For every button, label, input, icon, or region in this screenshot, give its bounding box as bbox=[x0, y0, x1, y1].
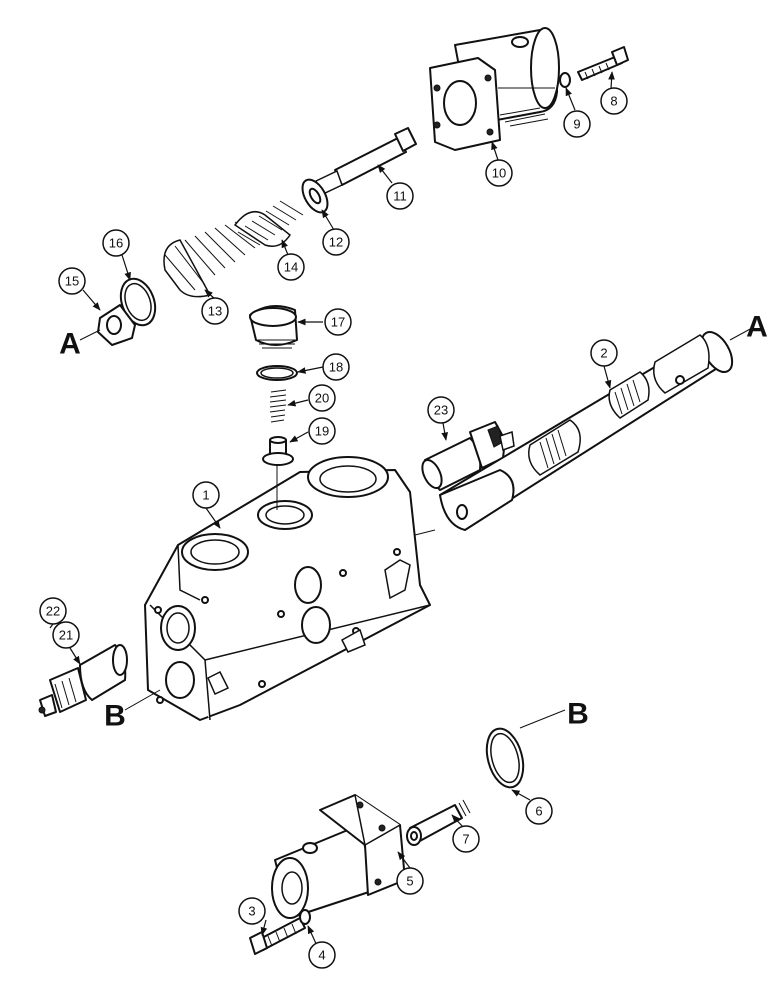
assembly-axes bbox=[79, 87, 753, 729]
callout-4-label: 4 bbox=[318, 948, 325, 963]
ref-letter-b-right: B bbox=[567, 698, 589, 731]
callout-14: 14 bbox=[277, 253, 305, 281]
callout-9: 9 bbox=[563, 110, 591, 138]
lock-washer-bottom bbox=[299, 909, 311, 925]
callout-3-label: 3 bbox=[248, 904, 255, 919]
ref-letter-a-left: A bbox=[59, 328, 81, 361]
relief-valve-left bbox=[38, 644, 128, 717]
callout-5: 5 bbox=[396, 867, 424, 895]
callout-17: 17 bbox=[324, 308, 352, 336]
callout-23-label: 23 bbox=[434, 403, 448, 418]
ref-letter-b-left: B bbox=[104, 700, 126, 733]
callout-9-label: 9 bbox=[573, 117, 580, 132]
callout-16-label: 16 bbox=[109, 236, 123, 251]
callout-21: 21 bbox=[52, 621, 80, 649]
spool-cap-bottom bbox=[271, 794, 406, 919]
callout-16: 16 bbox=[102, 229, 130, 257]
callout-13-label: 13 bbox=[208, 304, 222, 319]
callout-20: 20 bbox=[308, 384, 336, 412]
check-spring bbox=[269, 389, 287, 423]
callout-2: 2 bbox=[590, 339, 618, 367]
spool-end-nut bbox=[97, 304, 136, 346]
leader-lines bbox=[49, 71, 615, 949]
callout-6: 6 bbox=[525, 797, 553, 825]
callout-10-label: 10 bbox=[492, 166, 506, 181]
spool-bolt-bottom bbox=[406, 799, 471, 846]
callout-15-label: 15 bbox=[65, 274, 79, 289]
callout-5-label: 5 bbox=[406, 874, 413, 889]
callout-12: 12 bbox=[322, 228, 350, 256]
o-ring-spring bbox=[119, 277, 157, 327]
callout-22-label: 22 bbox=[46, 604, 60, 619]
callout-11-label: 11 bbox=[393, 189, 407, 204]
callout-6-label: 6 bbox=[535, 804, 542, 819]
callout-3: 3 bbox=[238, 897, 266, 925]
check-poppet bbox=[262, 436, 294, 466]
callout-7: 7 bbox=[452, 825, 480, 853]
callout-1-label: 1 bbox=[202, 488, 209, 503]
callout-8-label: 8 bbox=[610, 94, 617, 109]
callout-14-label: 14 bbox=[284, 260, 298, 275]
cap-bolt-top bbox=[577, 46, 629, 81]
o-ring-bottom bbox=[485, 727, 525, 789]
callout-22: 22 bbox=[39, 597, 67, 625]
callout-18: 18 bbox=[322, 353, 350, 381]
callout-18-label: 18 bbox=[329, 360, 343, 375]
callout-13: 13 bbox=[201, 297, 229, 325]
valve-body bbox=[144, 456, 431, 721]
callout-19: 19 bbox=[308, 417, 336, 445]
callout-12-label: 12 bbox=[329, 235, 343, 250]
check-plug bbox=[249, 305, 298, 349]
callout-2-label: 2 bbox=[600, 346, 607, 361]
centering-spring-outer bbox=[163, 210, 292, 298]
callout-8: 8 bbox=[600, 87, 628, 115]
spool-cap-top bbox=[429, 27, 560, 151]
cap-bolt-bottom bbox=[249, 917, 306, 955]
callout-20-label: 20 bbox=[315, 391, 329, 406]
callout-23: 23 bbox=[427, 396, 455, 424]
callout-4: 4 bbox=[308, 941, 336, 969]
callout-15: 15 bbox=[58, 267, 86, 295]
callout-21-label: 21 bbox=[59, 628, 73, 643]
relief-valve-right bbox=[421, 421, 515, 491]
ref-letter-a-right: A bbox=[746, 311, 768, 344]
check-o-ring bbox=[256, 365, 298, 381]
callout-10: 10 bbox=[485, 159, 513, 187]
lock-washer-top bbox=[559, 72, 571, 88]
callout-1: 1 bbox=[192, 481, 220, 509]
callout-7-label: 7 bbox=[462, 832, 469, 847]
spring-washer bbox=[301, 178, 329, 214]
callout-17-label: 17 bbox=[331, 315, 345, 330]
callout-19-label: 19 bbox=[315, 424, 329, 439]
centering-spring-inner bbox=[237, 200, 304, 246]
callout-11: 11 bbox=[386, 182, 414, 210]
control-spool bbox=[439, 331, 734, 531]
